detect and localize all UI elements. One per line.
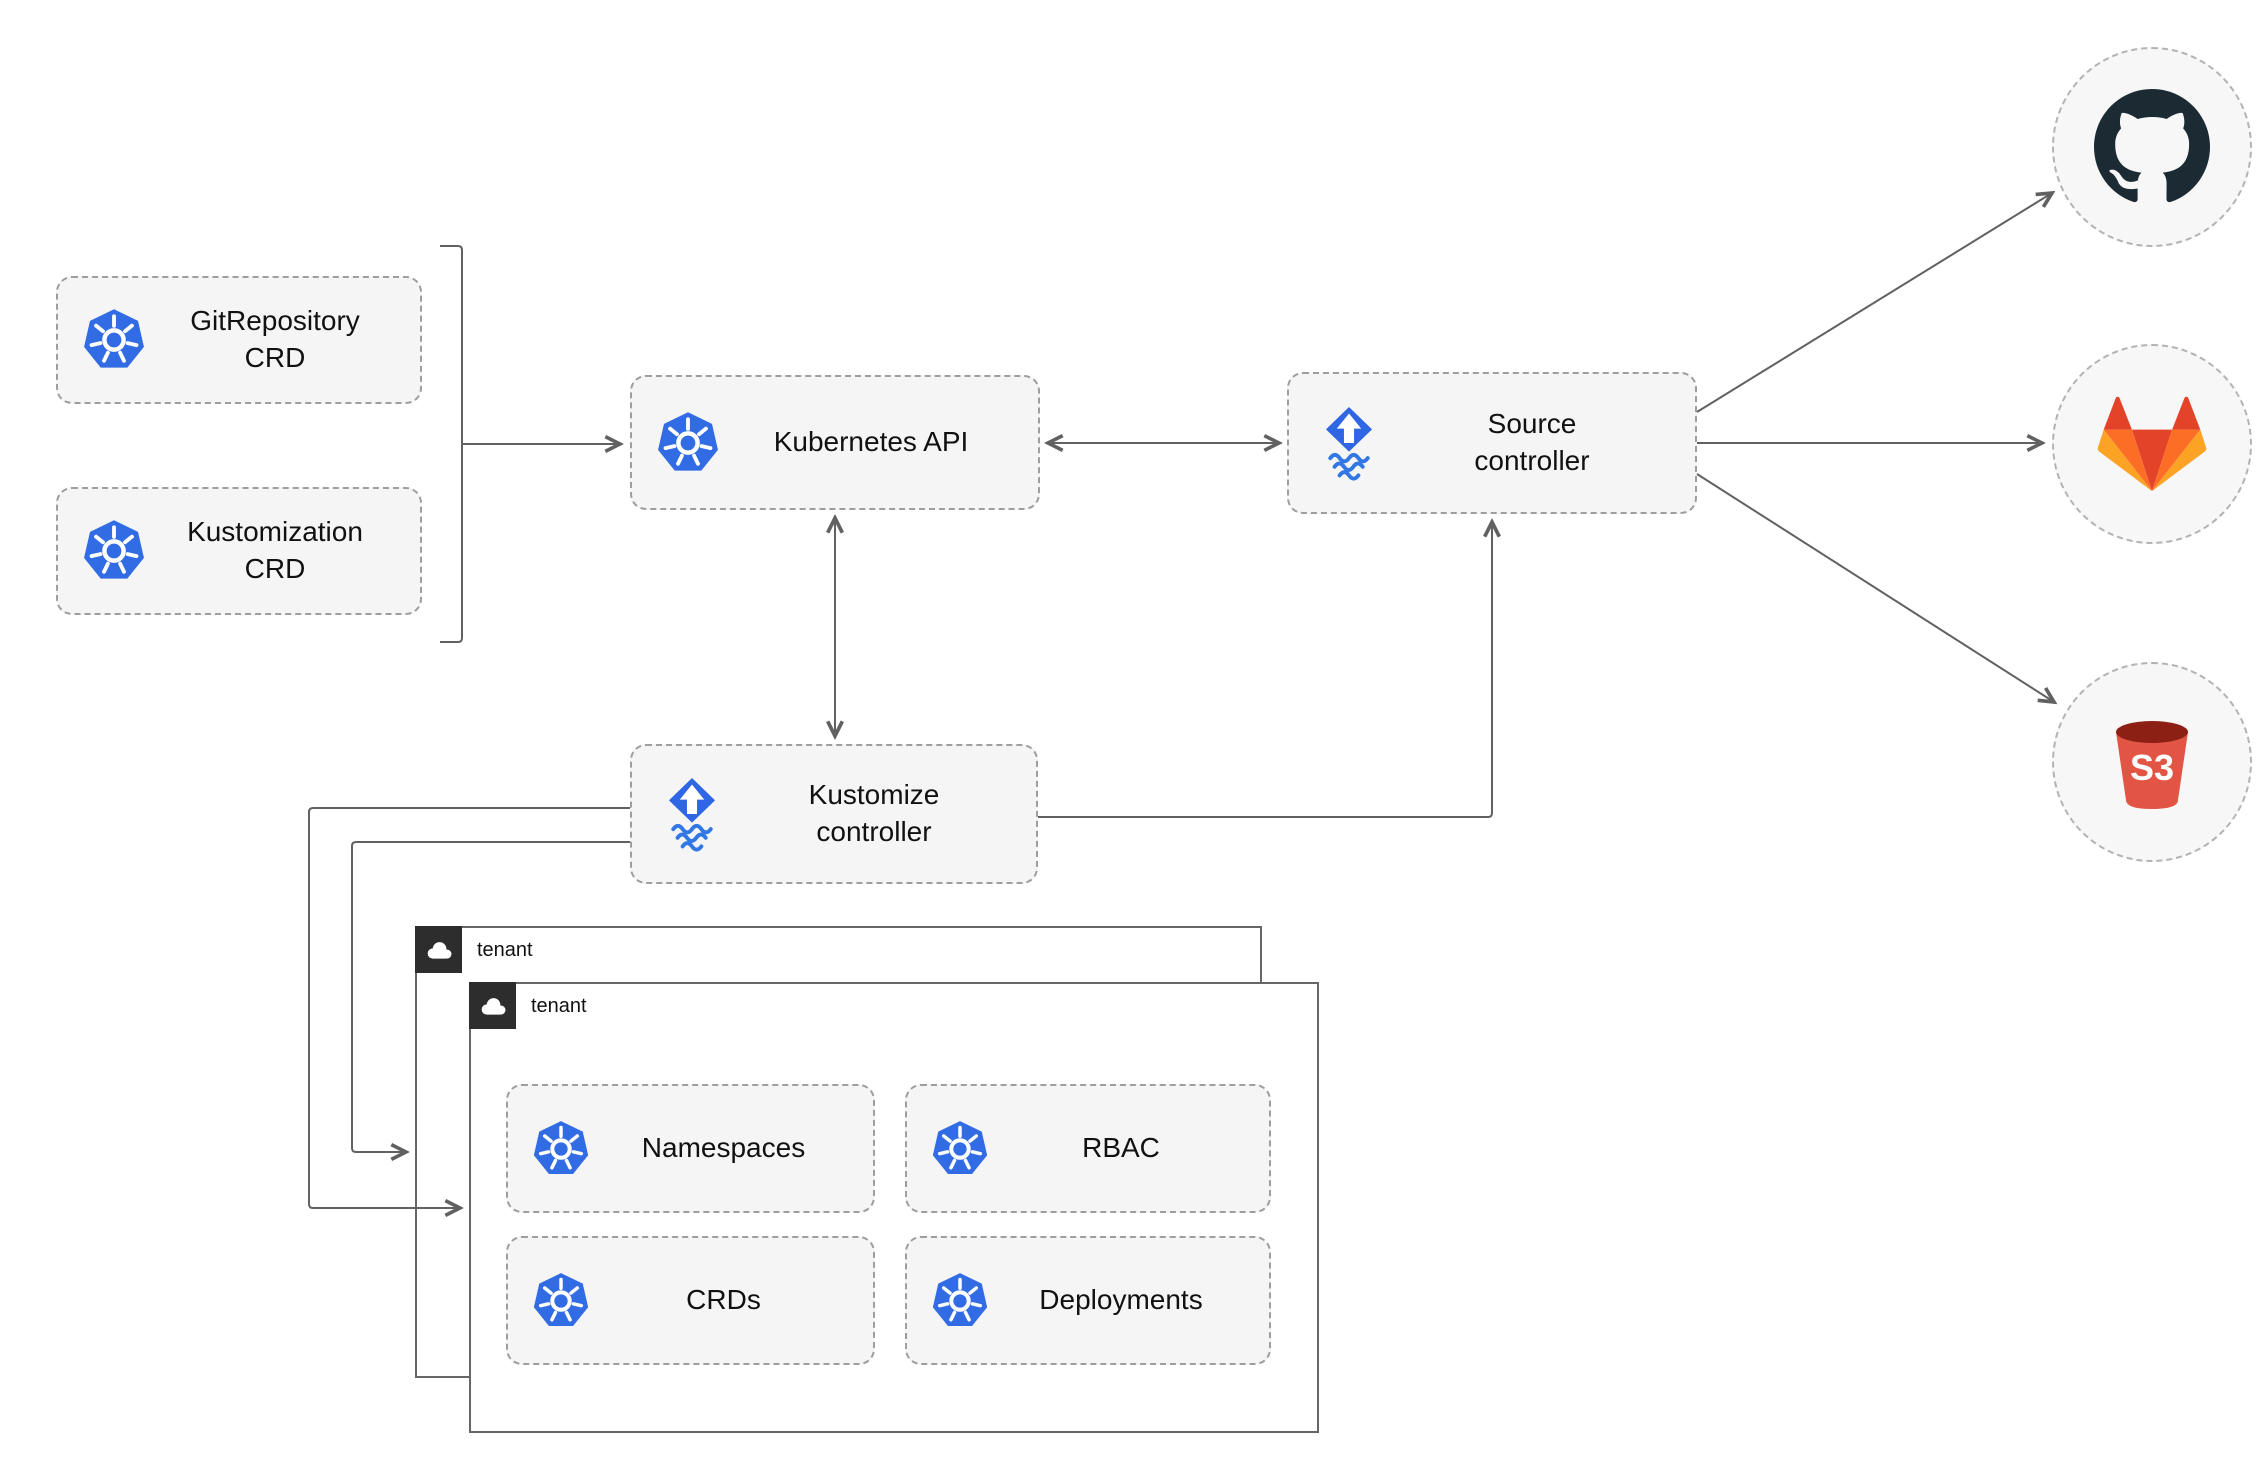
node-source-controller: Source controller (1287, 372, 1697, 514)
node-label: Kustomize controller (808, 779, 940, 847)
node-label: Namespaces (641, 1132, 806, 1164)
endpoint-github (2052, 47, 2252, 247)
s3-icon (2102, 712, 2202, 812)
tenant-label: tenant (477, 939, 533, 961)
kubernetes-icon (931, 1120, 989, 1178)
arrow-source-to-s3 (1696, 473, 2054, 702)
cloud-glyph (476, 994, 510, 1017)
cloud-glyph (422, 938, 456, 961)
kubernetes-icon (931, 1272, 989, 1330)
flux-icon (656, 774, 728, 854)
tenant-container-front: tenant Namespaces RBAC CRDs Deployments (469, 982, 1319, 1433)
cloud-icon (415, 926, 462, 973)
arrow-source-to-github (1696, 193, 2052, 413)
node-kustomization-crd: Kustomization CRD (56, 487, 422, 615)
node-label: RBAC (1082, 1132, 1160, 1164)
gitlab-icon (2096, 390, 2208, 498)
kubernetes-icon (82, 519, 146, 583)
github-icon (2094, 89, 2210, 205)
node-label: Kustomization CRD (187, 516, 363, 584)
tenant-label: tenant (531, 995, 587, 1017)
node-label: CRDs (686, 1284, 761, 1316)
bracket-crds (440, 245, 463, 643)
node-kubernetes-api: Kubernetes API (630, 375, 1040, 510)
cloud-icon (469, 982, 516, 1029)
node-label: Source controller (1474, 408, 1590, 476)
node-gitrepository-crd: GitRepository CRD (56, 276, 422, 404)
node-label: Deployments (1039, 1284, 1203, 1316)
kubernetes-icon (532, 1272, 590, 1330)
flux-icon (1313, 403, 1385, 483)
kubernetes-icon (82, 308, 146, 372)
kubernetes-icon (656, 411, 720, 475)
arrow-kustomize-to-source (1038, 522, 1492, 818)
endpoint-s3 (2052, 662, 2252, 862)
kubernetes-icon (532, 1120, 590, 1178)
node-label: Kubernetes API (773, 426, 969, 458)
node-label: GitRepository CRD (190, 305, 360, 373)
endpoint-gitlab (2052, 344, 2252, 544)
node-rbac: RBAC (905, 1084, 1271, 1213)
node-namespaces: Namespaces (506, 1084, 875, 1213)
node-deployments: Deployments (905, 1236, 1271, 1365)
node-kustomize-controller: Kustomize controller (630, 744, 1038, 884)
node-crds: CRDs (506, 1236, 875, 1365)
